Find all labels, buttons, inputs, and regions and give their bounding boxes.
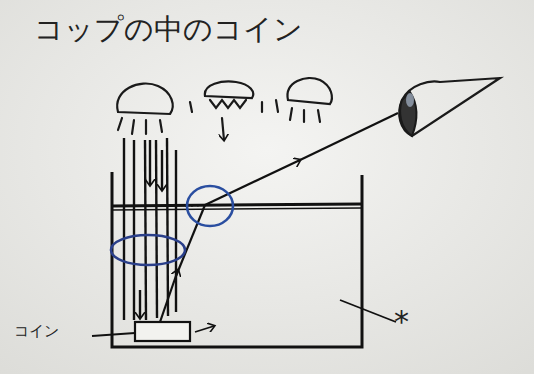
eye: [399, 78, 500, 136]
light-bulb: [205, 82, 253, 98]
coin: [135, 322, 190, 341]
part-label: コイン: [14, 322, 59, 341]
light-sources: [117, 78, 332, 140]
light-bulb: [117, 84, 173, 114]
light-rays: [118, 118, 162, 134]
light-arrow: [222, 118, 224, 140]
light-rays: [190, 102, 262, 112]
water-surface: [112, 204, 362, 206]
highlight-circle: [187, 186, 233, 226]
light-rays: [210, 100, 246, 108]
leader-line: [340, 300, 396, 322]
coin-arrow: [195, 326, 214, 332]
light-bulb: [288, 78, 332, 104]
mark-label: *: [394, 304, 409, 339]
leader-line: [92, 333, 135, 336]
diagram-title: コップの中のコイン: [34, 10, 303, 50]
refracted-ray: [160, 113, 398, 322]
highlight-ellipse: [111, 235, 185, 265]
vertical-rays: [124, 138, 176, 320]
dotted-extension: [182, 205, 205, 206]
light-rays: [276, 100, 320, 122]
glass: [112, 172, 362, 347]
water-surface: [112, 208, 362, 210]
